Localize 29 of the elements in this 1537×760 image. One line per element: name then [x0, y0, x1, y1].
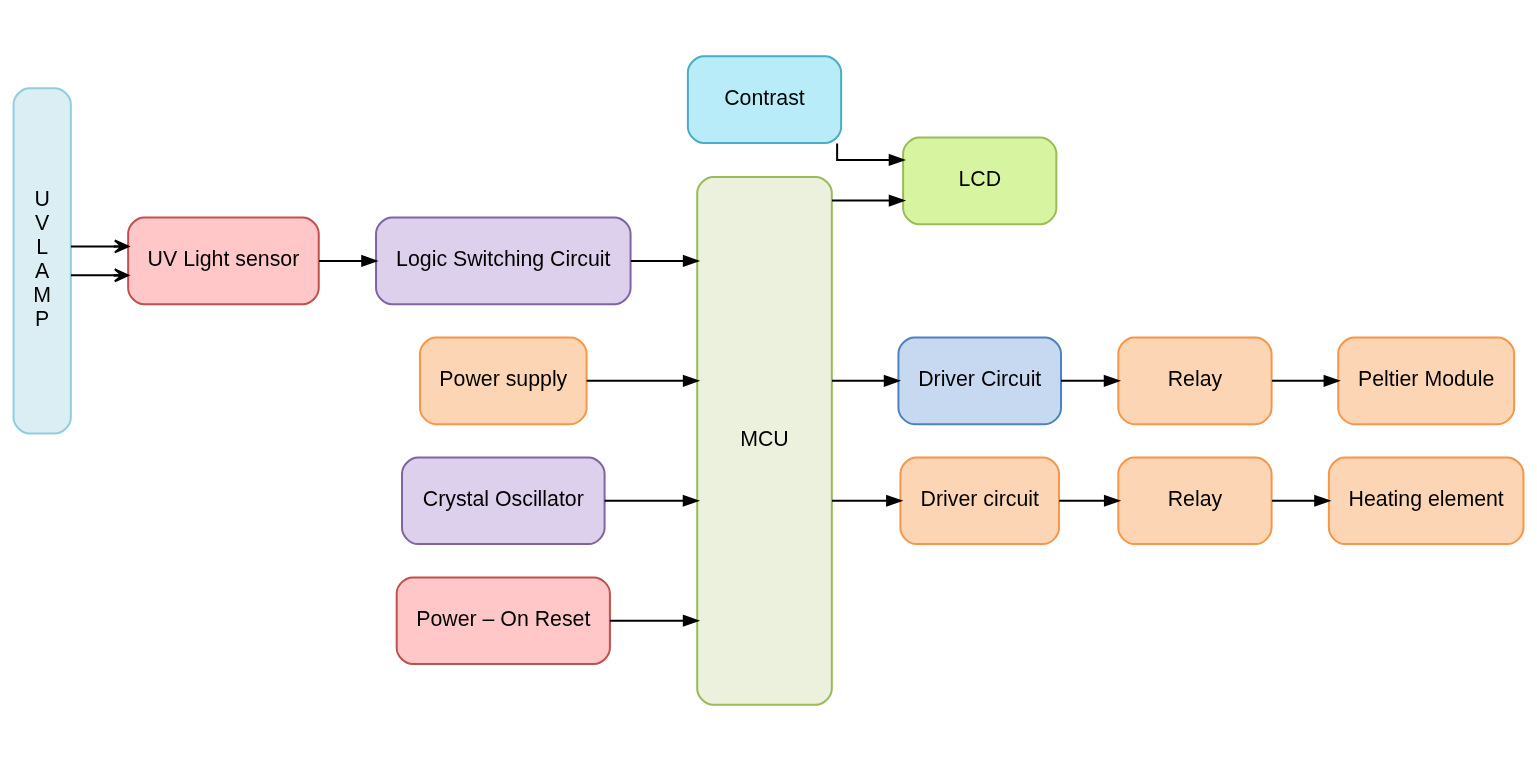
node-box: Power supply [419, 336, 588, 425]
node-box: U V L A M P [12, 86, 72, 434]
node-box: Crystal Oscillator [401, 455, 606, 545]
arrow [1270, 374, 1341, 387]
node-box: Peltier Module [1337, 336, 1516, 425]
arrow [69, 238, 130, 253]
arrow [831, 194, 907, 207]
node-box: Driver circuit [899, 455, 1060, 545]
node-box: Heating element [1327, 455, 1525, 545]
node-box: Logic Switching Circuit [375, 216, 632, 305]
arrow [69, 267, 130, 282]
arrow [831, 374, 902, 387]
node-box: Driver Circuit [897, 336, 1062, 425]
node-box: Relay [1117, 336, 1273, 425]
node-box: Power – On Reset [395, 575, 611, 665]
arrow [1058, 494, 1122, 507]
arrow [608, 614, 701, 627]
node-box: UV Light sensor [127, 216, 320, 305]
arrow [1060, 374, 1122, 387]
arrow [629, 254, 701, 267]
node-box: Relay [1117, 455, 1273, 545]
arrow [585, 374, 701, 387]
arrow [831, 494, 904, 507]
arrow [603, 494, 701, 507]
node-box: MCU [696, 175, 833, 706]
arrow [317, 254, 379, 267]
node-box: LCD [902, 136, 1058, 225]
node-box: Contrast [686, 54, 843, 144]
arrow [1270, 494, 1332, 507]
